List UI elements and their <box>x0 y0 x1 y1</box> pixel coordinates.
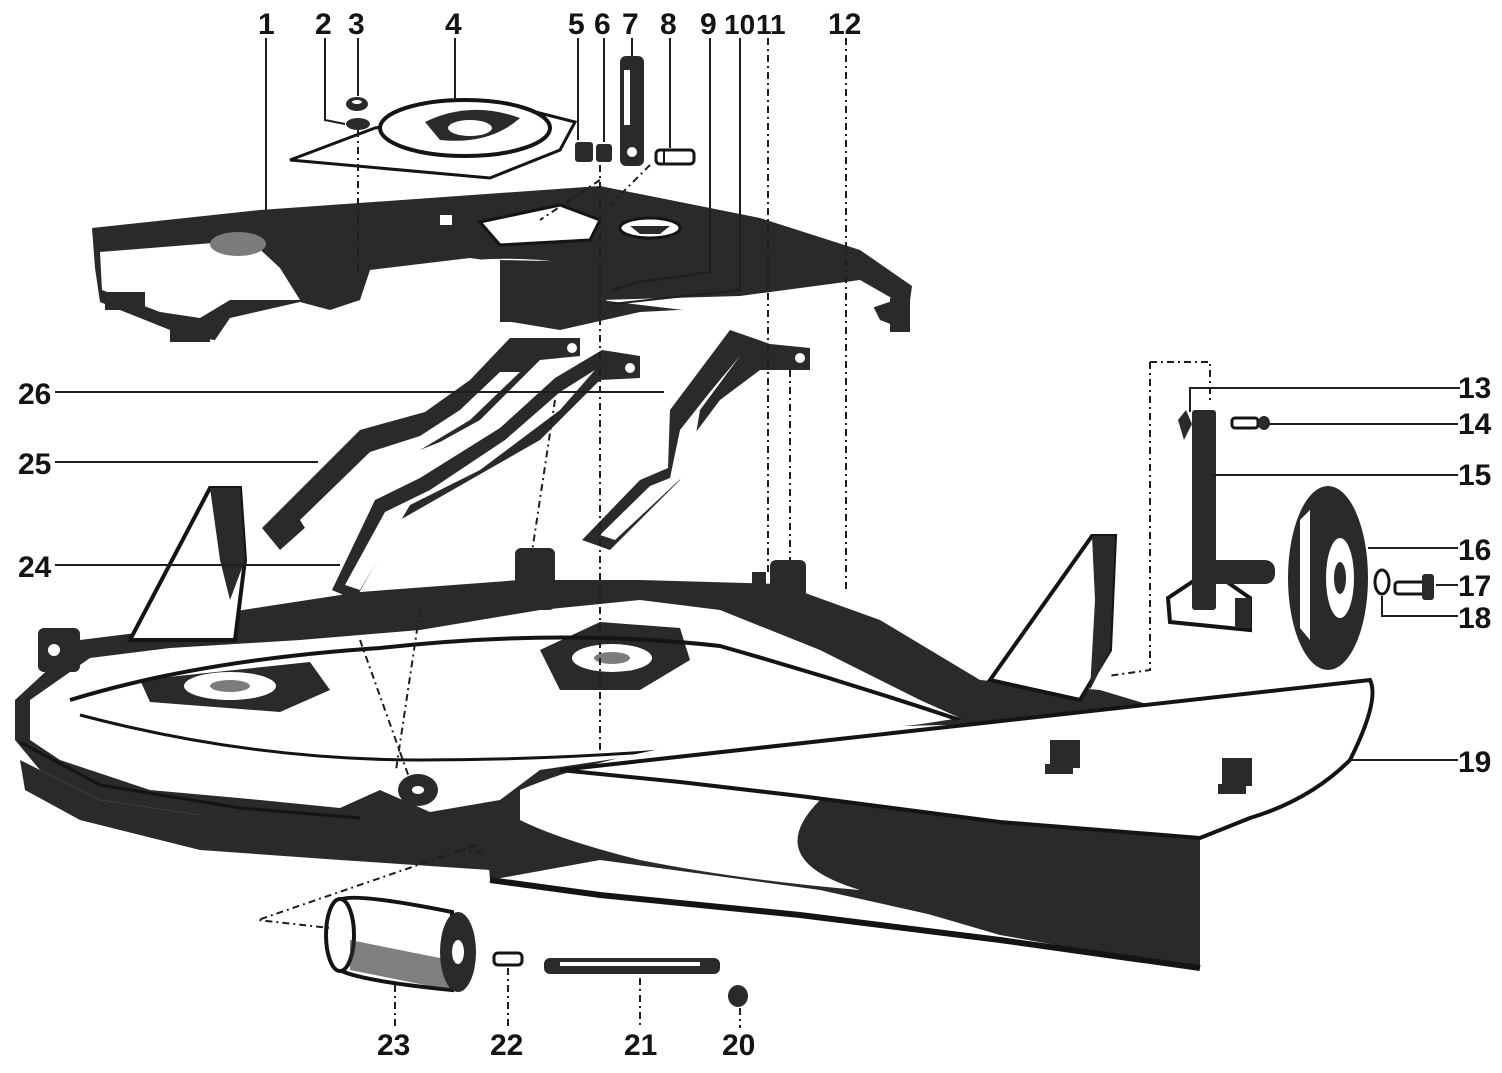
tension-spring-part-7 <box>620 56 644 166</box>
height-pin-part-13 <box>1178 410 1192 440</box>
axle-bolt-part-17 <box>1393 574 1434 600</box>
callout-22: 22 <box>490 1029 523 1062</box>
wheel-part-16 <box>1288 486 1368 670</box>
callout-11: 11 <box>756 9 786 40</box>
leader-lines <box>55 38 1460 1028</box>
callout-20: 20 <box>722 1029 755 1062</box>
cover-plate <box>289 98 578 180</box>
callout-24: 24 <box>18 551 52 584</box>
callout-21: 21 <box>624 1029 657 1062</box>
callout-2: 2 <box>315 8 332 41</box>
callout-15: 15 <box>1458 459 1491 492</box>
callout-8: 8 <box>660 8 677 41</box>
callout-16: 16 <box>1458 534 1491 567</box>
callout-7: 7 <box>622 8 639 41</box>
lift-arm-part-26 <box>582 330 810 550</box>
callout-18: 18 <box>1458 602 1491 635</box>
callout-13: 13 <box>1458 372 1491 405</box>
callout-numbers: 1 2 3 4 5 6 7 8 9 10 11 12 13 14 15 16 1… <box>18 8 1492 1062</box>
callout-23: 23 <box>377 1029 410 1062</box>
nut-part-20 <box>728 985 748 1007</box>
washer-part-2 <box>346 118 370 130</box>
callout-19: 19 <box>1458 746 1491 779</box>
nut-part-5-6 <box>575 142 612 162</box>
bolt-part-8 <box>654 148 696 166</box>
callout-4: 4 <box>445 8 462 41</box>
callout-25: 25 <box>18 448 51 481</box>
callout-5: 5 <box>568 8 585 41</box>
bushing-part-22 <box>492 951 524 967</box>
belt-guard-housing <box>92 186 912 342</box>
callout-10: 10 <box>724 9 755 40</box>
discharge-deflector <box>559 677 1375 841</box>
axle-part-21 <box>544 958 720 974</box>
adjust-knob <box>398 774 438 806</box>
wheel-bracket-part-15 <box>1165 410 1275 633</box>
callout-14: 14 <box>1458 408 1492 441</box>
lift-arm-part-24 <box>332 350 640 600</box>
roller-part-23 <box>324 895 476 993</box>
bolt-part-14 <box>1230 416 1270 430</box>
callout-3: 3 <box>348 8 365 41</box>
callout-26: 26 <box>18 378 51 411</box>
callout-6: 6 <box>594 8 611 41</box>
callout-17: 17 <box>1458 570 1491 603</box>
callout-12: 12 <box>828 8 861 41</box>
nut-part-3 <box>346 97 368 111</box>
callout-1: 1 <box>258 8 275 41</box>
washer-part-18 <box>1373 568 1391 596</box>
callout-9: 9 <box>700 8 717 41</box>
